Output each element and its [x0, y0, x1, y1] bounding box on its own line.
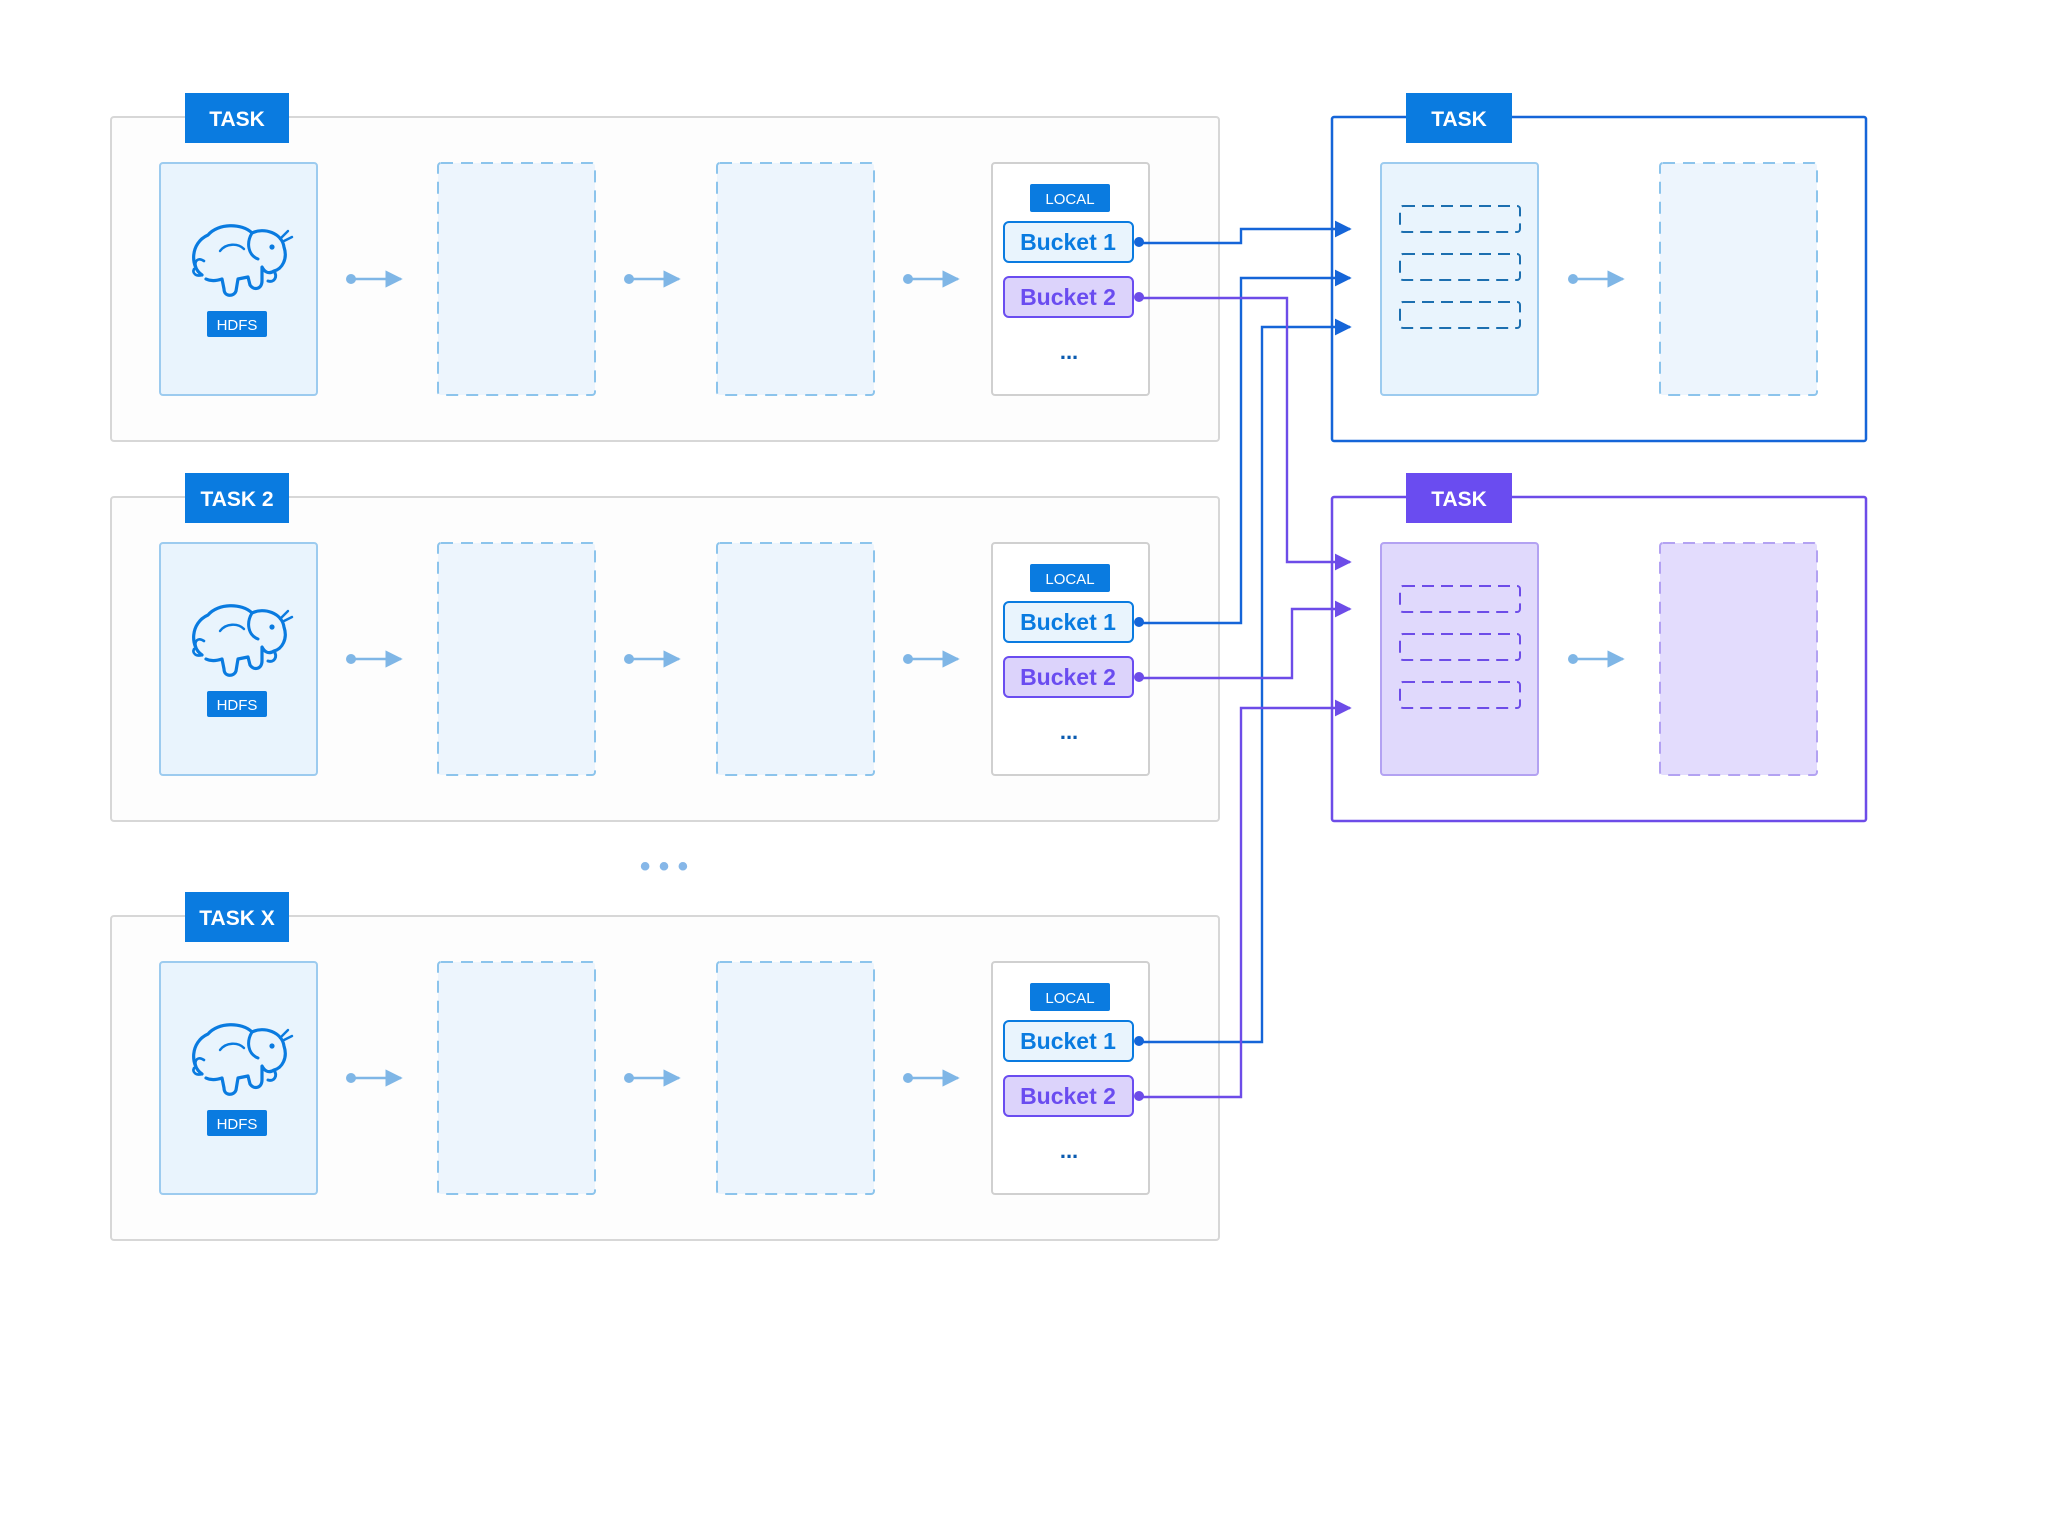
target-task-1-badge: [1406, 93, 1512, 143]
source-task-2-more-buckets: ...: [1060, 719, 1078, 744]
source-task-x-bucket-2-label: Bucket 2: [1020, 1083, 1116, 1109]
source-task-1-label: TASK: [209, 108, 265, 131]
target-task-1-slot-2: [1399, 253, 1521, 281]
target-task-2-output-panel: [1659, 542, 1818, 776]
source-task-x: TASK X HDFS LOCAL Bucket 1 Bucket 2...: [110, 892, 1220, 1241]
source-task-1-more-buckets: ...: [1060, 339, 1078, 364]
source-task-x-label: TASK X: [199, 907, 274, 930]
source-task-2-hdfs-badge: [207, 691, 267, 717]
connection-task2-bucket1: [1139, 269, 1352, 625]
source-task-2-bucket-1: [1003, 601, 1134, 643]
source-task-1-stage-2: [716, 162, 875, 396]
source-task-1: TASK HDFS LOCAL Bucket 1 Bucket 2...: [110, 93, 1220, 442]
source-task-x-local-label: LOCAL: [1045, 990, 1094, 1007]
source-task-2-hdfs-label: HDFS: [217, 697, 258, 714]
target-task-1-arrow-icon: [1568, 274, 1623, 284]
connection-task1-bucket1: [1139, 220, 1352, 245]
source-task-x-hdfs-label: HDFS: [217, 1116, 258, 1133]
target-task-1-label: TASK: [1431, 108, 1487, 131]
source-task-2-label: TASK 2: [200, 488, 273, 511]
connection-task1-bucket2: [1139, 296, 1352, 571]
source-task-x-bucket-1: [1003, 1020, 1134, 1062]
source-task-1-bucket-1-label: Bucket 1: [1020, 229, 1116, 255]
target-task-1-output-panel: [1659, 162, 1818, 396]
source-task-2-badge: [185, 473, 289, 523]
target-task-2-slot-3: [1399, 681, 1521, 709]
source-task-2-stage-1: [437, 542, 596, 776]
source-task-2-bucket-2-label: Bucket 2: [1020, 664, 1116, 690]
source-task-1-hdfs-badge: [207, 311, 267, 337]
target-task-1-slot-1: [1399, 205, 1521, 233]
source-task-x-bucket-2: [1003, 1075, 1134, 1117]
source-task-x-stage-1: [437, 961, 596, 1195]
source-task-2: TASK 2 HDFS LOCAL Bucket 1 Bucket 2...: [110, 473, 1220, 822]
target-task-2: TASK: [1330, 473, 1868, 823]
source-task-x-local-badge: [1030, 983, 1110, 1011]
more-tasks-ellipsis: • • •: [640, 850, 688, 883]
source-task-2-local-label: LOCAL: [1045, 571, 1094, 588]
target-task-2-arrow-icon: [1568, 654, 1623, 664]
source-task-x-badge: [185, 892, 289, 942]
source-task-x-more-buckets: ...: [1060, 1138, 1078, 1163]
target-task-1: TASK: [1330, 93, 1868, 443]
target-task-2-badge: [1406, 473, 1512, 523]
source-task-1-badge: [185, 93, 289, 143]
target-task-2-frame: [1330, 495, 1868, 823]
source-task-x-stage-2: [716, 961, 875, 1195]
source-task-1-bucket-2: [1003, 276, 1134, 318]
source-task-2-stage-2: [716, 542, 875, 776]
source-task-2-bucket-1-label: Bucket 1: [1020, 609, 1116, 635]
source-task-2-bucket-2: [1003, 656, 1134, 698]
source-task-1-stage-1: [437, 162, 596, 396]
source-task-2-local-badge: [1030, 564, 1110, 592]
source-task-1-local-label: LOCAL: [1045, 191, 1094, 208]
source-task-1-hdfs-label: HDFS: [217, 317, 258, 334]
source-task-1-bucket-2-label: Bucket 2: [1020, 284, 1116, 310]
connection-task2-bucket2: [1139, 600, 1352, 680]
target-task-2-slot-1: [1399, 585, 1521, 613]
source-task-x-bucket-1-label: Bucket 1: [1020, 1028, 1116, 1054]
connection-taskx-bucket1: [1139, 318, 1352, 1044]
source-task-1-bucket-1: [1003, 221, 1134, 263]
source-task-x-hdfs-badge: [207, 1110, 267, 1136]
target-task-2-label: TASK: [1431, 488, 1487, 511]
connection-taskx-bucket2: [1139, 699, 1352, 1099]
target-task-2-slot-2: [1399, 633, 1521, 661]
target-task-1-slot-3: [1399, 301, 1521, 329]
source-task-1-local-badge: [1030, 184, 1110, 212]
